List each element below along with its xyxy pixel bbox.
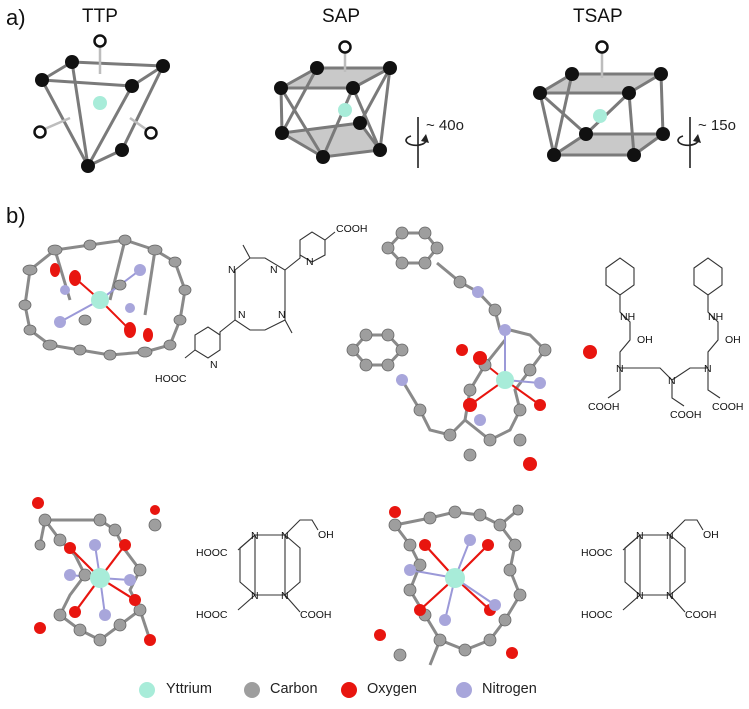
sap-rotation-label: ~ 40o [426,117,464,134]
geometry-label-ttp: TTP [82,6,118,27]
c2-oh-1: OH [637,334,653,346]
c3-oh: OH [318,529,334,541]
c1-n-1: N [270,264,278,276]
tsap-rotation-label: ~ 15o [698,117,736,134]
c1-n-4: N [238,309,246,321]
legend-swatch-oxygen [341,682,357,698]
c4-hooc-2: HOOC [581,609,613,621]
legend-label-carbon: Carbon [270,681,318,697]
tsap-polyhedron [533,40,701,168]
c3-n-4: N [281,590,289,602]
c4-n-1: N [636,530,644,542]
c3-cooh: COOH [300,609,332,621]
legend-label-oxygen: Oxygen [367,681,417,697]
panel-a-label: a) [6,5,26,30]
c2-nh-1: NH [620,311,635,323]
c4-n-2: N [666,530,674,542]
c1-hooc-label: HOOC [155,373,187,385]
legend-swatch-carbon [244,682,260,698]
sap-polyhedron [274,40,429,168]
c2-n-1: N [616,363,624,375]
c2-cooh-2: COOH [670,409,702,421]
c2-oh-2: OH [725,334,741,346]
c4-n-3: N [636,590,644,602]
legend-swatch-nitrogen [456,682,472,698]
c1-n-5: N [306,256,314,268]
c1-cooh-label: COOH [336,223,368,235]
c3-hooc-2: HOOC [196,609,228,621]
c2-n-3: N [704,363,712,375]
c2-cooh-3: COOH [712,401,744,413]
legend-swatch-yttrium [139,682,155,698]
c3-n-2: N [281,530,289,542]
c4-hooc-1: HOOC [581,547,613,559]
c1-n-6: N [210,359,218,371]
legend-label-yttrium: Yttrium [166,681,212,697]
geometry-label-tsap: TSAP [573,6,623,27]
ttp-polyhedron [33,34,170,173]
c2-nh-2: NH [708,311,723,323]
c3-hooc-1: HOOC [196,547,228,559]
c2-cooh-1: COOH [588,401,620,413]
c2-n-2: N [668,375,676,387]
c4-n-4: N [666,590,674,602]
c4-cooh: COOH [685,609,717,621]
c1-n-3: N [278,309,286,321]
c4-oh: OH [703,529,719,541]
c3-n-1: N [251,530,259,542]
legend-label-nitrogen: Nitrogen [482,681,537,697]
geometry-label-sap: SAP [322,6,361,27]
c3-n-3: N [251,590,259,602]
c1-n-2: N [228,264,236,276]
panel-b-label: b) [6,203,26,228]
